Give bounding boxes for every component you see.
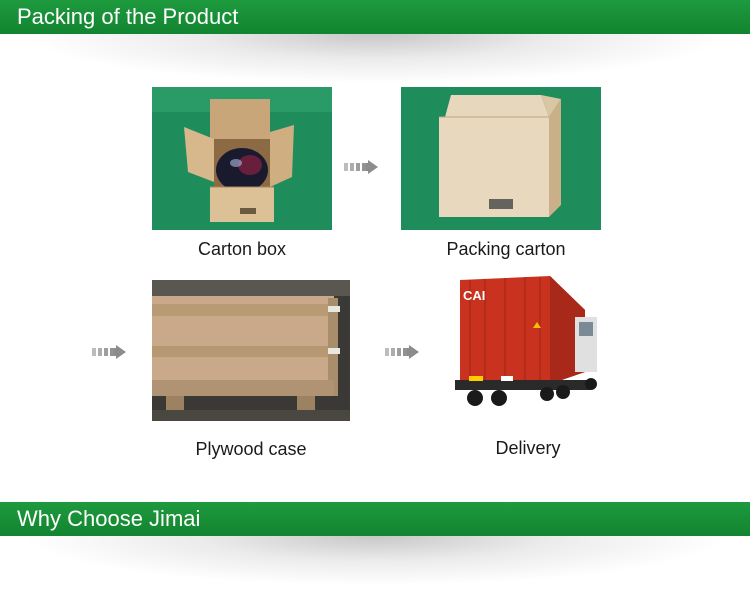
carton-box-photo xyxy=(152,87,332,230)
why-choose-section-title: Why Choose Jimai xyxy=(17,506,201,531)
arrow-right-icon xyxy=(344,160,378,174)
banner-shadow xyxy=(20,536,730,586)
packing-section-title: Packing of the Product xyxy=(17,4,239,29)
delivery-truck-photo: CAI xyxy=(455,272,605,420)
arrow-right-icon xyxy=(385,345,419,359)
step-label-carton-box: Carton box xyxy=(197,239,287,259)
step-label-delivery: Delivery xyxy=(495,438,561,458)
step-label-plywood-case: Plywood case xyxy=(195,439,307,459)
why-choose-section-banner: Why Choose Jimai xyxy=(0,502,750,536)
plywood-case-photo xyxy=(152,280,350,421)
truck-container-mark: CAI xyxy=(463,288,485,303)
banner-shadow xyxy=(20,34,730,84)
packing-carton-photo xyxy=(401,87,601,230)
packing-section-banner: Packing of the Product xyxy=(0,0,750,34)
arrow-right-icon xyxy=(92,345,126,359)
step-label-packing-carton: Packing carton xyxy=(446,239,566,259)
